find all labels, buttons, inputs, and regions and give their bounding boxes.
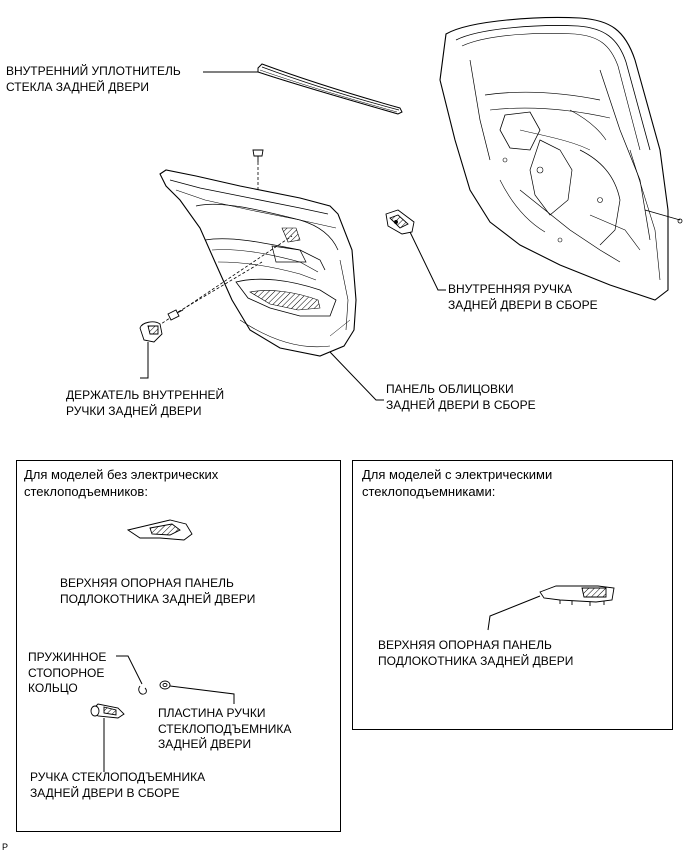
panel-manual-title: Для моделей без электрических стеклоподъ… [24,467,219,499]
leader-trim-board [329,351,384,401]
label-handle-bezel: ДЕРЖАТЕЛЬ ВНУТРЕННЕЙ РУЧКИ ЗАДНЕЙ ДВЕРИ [66,388,225,418]
armrest-base-manual-part [126,519,193,541]
regulator-handle-part [90,703,125,719]
snap-ring-part [138,685,147,695]
trim-screw-top [252,149,264,162]
label-handle-plate: ПЛАСТИНА РУЧКИ СТЕКЛОПОДЪЕМНИКА ЗАДНЕЙ Д… [158,706,292,751]
glass-weatherstrip-part [257,63,403,115]
armrest-base-power-part [539,585,615,606]
leader-armrest-power [487,595,541,631]
leader-handle-bezel [140,342,149,379]
trim-screw-side [167,309,184,321]
leader-inside-handle [409,231,446,291]
label-snap-ring: ПРУЖИННОЕ СТОПОРНОЕ КОЛЬЦО [28,650,107,695]
leader-handle-plate [169,685,235,704]
handle-plate-part [159,680,171,690]
dashed-guide-side-screw [177,261,263,313]
panel-manual-windows [16,460,341,832]
panel-power-title: Для моделей с электрическими стеклоподъе… [362,467,553,499]
label-regulator-handle: РУЧКА СТЕКЛОПОДЪЕМНИКА ЗАДНЕЙ ДВЕРИ В СБ… [30,770,206,800]
label-armrest-base-manual: ВЕРХНЯЯ ОПОРНАЯ ПАНЕЛЬ ПОДЛОКОТНИКА ЗАДН… [60,576,256,606]
door-inner-panel-part [439,16,683,301]
panel-power-windows [352,460,673,730]
handle-bezel-part [139,321,163,343]
door-trim-board-part [159,169,357,357]
leader-snap-ring [116,655,143,685]
label-inside-handle: ВНУТРЕННЯЯ РУЧКА ЗАДНЕЙ ДВЕРИ В СБОРЕ [448,282,598,312]
footer-mark: P [2,842,9,852]
label-glass-weatherstrip: ВНУТРЕННИЙ УПЛОТНИТЕЛЬ СТЕКЛА ЗАДНЕЙ ДВЕ… [6,64,181,94]
inside-handle-part [385,209,415,235]
label-trim-board: ПАНЕЛЬ ОБЛИЦОВКИ ЗАДНЕЙ ДВЕРИ В СБОРЕ [386,382,536,412]
label-armrest-base-power: ВЕРХНЯЯ ОПОРНАЯ ПАНЕЛЬ ПОДЛОКОТНИКА ЗАДН… [378,638,574,668]
